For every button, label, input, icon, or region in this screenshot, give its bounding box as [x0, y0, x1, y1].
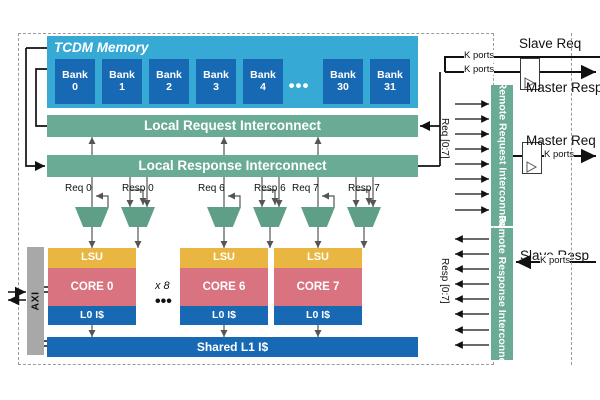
bank-index: 4: [260, 80, 266, 93]
resp-6-label: Resp 6: [254, 183, 286, 194]
buffer-triangle-icon: [524, 77, 536, 89]
k-ports-label-2: K ports: [464, 64, 495, 75]
local-request-interconnect[interactable]: Local Request Interconnect: [47, 115, 418, 137]
l0-icache-6[interactable]: L0 I$: [180, 306, 268, 325]
req-6-label: Req 6: [198, 183, 225, 194]
resp-7-label: Resp 7: [348, 183, 380, 194]
tcdm-memory-title: TCDM Memory: [54, 40, 149, 55]
bank-label: Bank: [330, 69, 356, 82]
shared-l1-icache[interactable]: Shared L1 I$: [47, 337, 418, 357]
core-column-6: LSU CORE 6 L0 I$: [180, 248, 268, 325]
resp-bus-label: Resp [0:7]: [439, 258, 450, 304]
bank-label: Bank: [203, 69, 229, 82]
bank-index: 2: [166, 80, 172, 93]
k-ports-label-4: K ports: [540, 255, 571, 266]
req-0-label: Req 0: [65, 183, 92, 194]
bank-index: 3: [213, 80, 219, 93]
req-mux-0[interactable]: [75, 207, 109, 227]
bank-index: 30: [337, 80, 349, 93]
bank-label: Bank: [156, 69, 182, 82]
resp-0-label: Resp 0: [122, 183, 154, 194]
master-resp-label: Master Resp: [526, 80, 600, 95]
req-7-label: Req 7: [292, 183, 319, 194]
buffer-triangle-icon: [526, 161, 538, 173]
req-bus-label: Req [0:7]: [439, 118, 450, 159]
bank-ellipsis: •••: [288, 76, 310, 95]
core-multiplier-label: x 8: [155, 280, 170, 292]
core-0[interactable]: CORE 0: [48, 268, 136, 306]
master-req-label: Master Req: [526, 133, 596, 148]
bank-label: Bank: [250, 69, 276, 82]
axi-label: AXI: [29, 291, 42, 311]
k-ports-label-3: K ports: [544, 149, 575, 160]
bank-label: Bank: [62, 69, 88, 82]
resp-mux-7[interactable]: [347, 207, 381, 227]
resp-mux-0[interactable]: [121, 207, 155, 227]
core-6[interactable]: CORE 6: [180, 268, 268, 306]
bank-index: 0: [72, 80, 78, 93]
slave-req-label: Slave Req: [519, 36, 582, 51]
local-response-interconnect[interactable]: Local Response Interconnect: [47, 155, 418, 177]
core-multiplier-ellipsis: •••: [155, 293, 172, 310]
remote-request-interconnect[interactable]: Remote Request Interconnect: [491, 81, 513, 230]
remote-request-interconnect-label: Remote Request Interconnect: [496, 81, 508, 230]
k-ports-label-1: K ports: [464, 50, 495, 61]
core-7[interactable]: CORE 7: [274, 268, 362, 306]
bank-index: 31: [384, 80, 396, 93]
l0-icache-7[interactable]: L0 I$: [274, 306, 362, 325]
bank-label: Bank: [377, 69, 403, 82]
lsu-7[interactable]: LSU: [274, 248, 362, 268]
lsu-6[interactable]: LSU: [180, 248, 268, 268]
core-column-7: LSU CORE 7 L0 I$: [274, 248, 362, 325]
bank-index: 1: [119, 80, 125, 93]
axi-port[interactable]: AXI: [27, 247, 44, 355]
req-mux-7[interactable]: [301, 207, 335, 227]
req-mux-6[interactable]: [207, 207, 241, 227]
lsu-0[interactable]: LSU: [48, 248, 136, 268]
remote-response-interconnect[interactable]: Remote Response Interconnect: [491, 215, 513, 373]
core-column-0: LSU CORE 0 L0 I$: [48, 248, 136, 325]
resp-mux-6[interactable]: [253, 207, 287, 227]
bank-label: Bank: [109, 69, 135, 82]
remote-response-interconnect-label: Remote Response Interconnect: [496, 215, 509, 373]
chip-boundary-right: [571, 33, 572, 365]
l0-icache-0[interactable]: L0 I$: [48, 306, 136, 325]
